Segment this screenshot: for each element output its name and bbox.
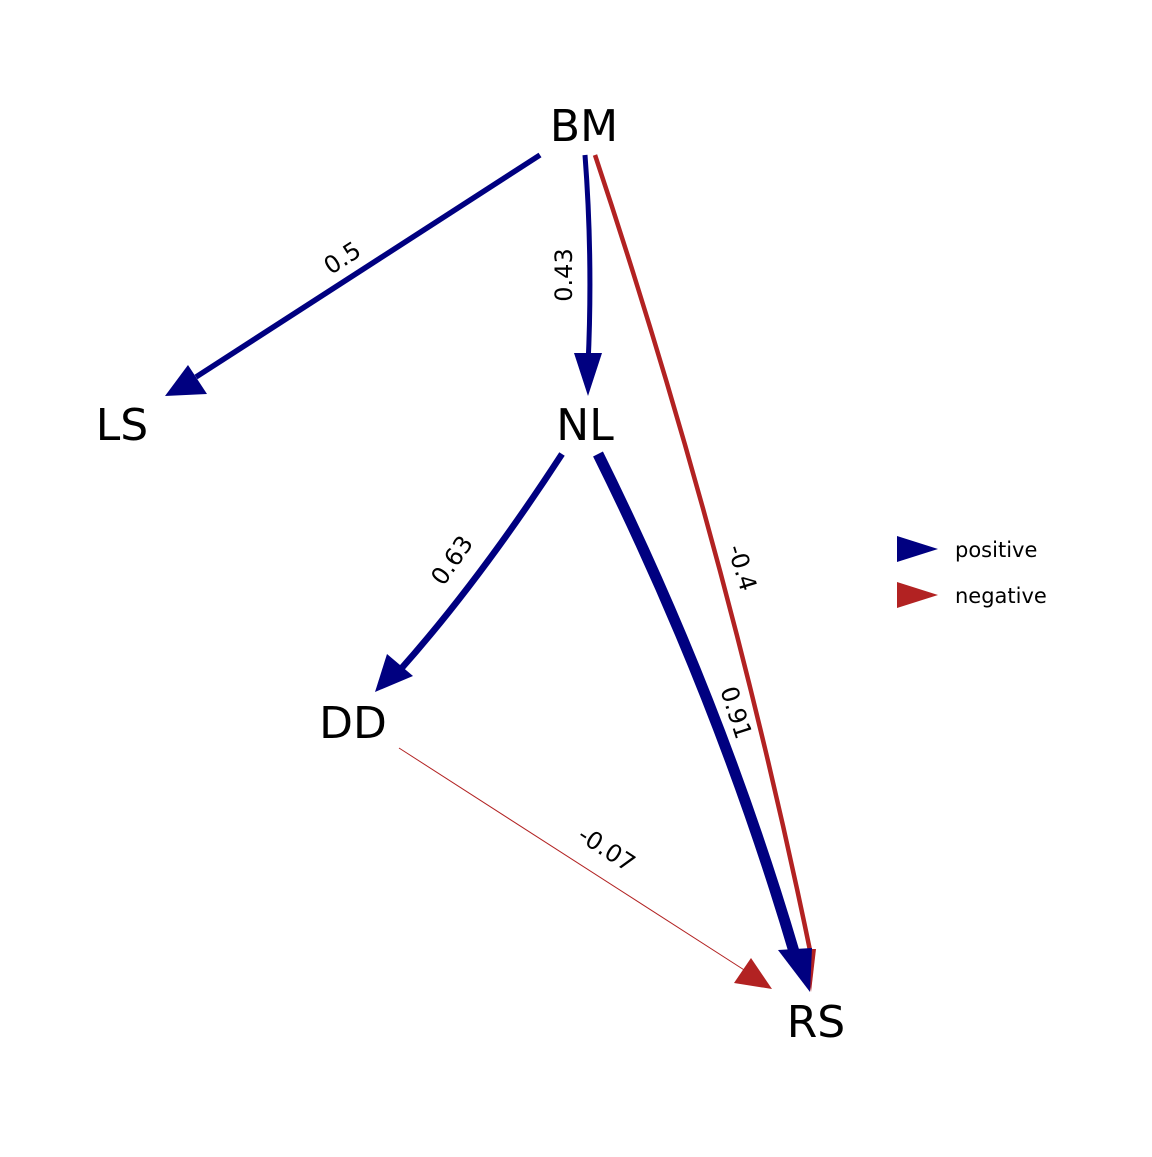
edges-group (165, 152, 816, 992)
legend-positive-label: positive (955, 538, 1037, 562)
legend-item-positive: positive (897, 536, 1037, 562)
edge-bm-ls (165, 152, 542, 396)
legend-negative-arrow-icon (897, 582, 938, 608)
edge-dd-rs-arrowhead (734, 958, 772, 989)
edge-bm-nl (574, 154, 602, 396)
nodes-group: BM LS NL DD RS (96, 101, 845, 1048)
legend-positive-arrow-icon (897, 536, 938, 562)
edge-nl-rs-line (593, 451, 801, 957)
node-bm: BM (550, 101, 618, 152)
edge-bm-nl-arrowhead (574, 353, 602, 396)
edge-bm-rs-line (592, 154, 815, 961)
legend-negative-label: negative (955, 584, 1047, 608)
edge-nl-dd-arrowhead (375, 654, 413, 692)
edge-bm-ls-line (194, 152, 542, 380)
edge-bm-ls-arrowhead (165, 365, 207, 396)
legend-item-negative: negative (897, 582, 1047, 608)
node-ls: LS (96, 400, 148, 451)
edge-nl-rs-arrowhead (778, 948, 812, 992)
edge-nl-rs (593, 451, 812, 992)
edge-dd-rs (398, 747, 772, 989)
edge-dd-rs-line (398, 747, 753, 976)
legend: positive negative (897, 536, 1047, 608)
edge-bm-nl-line (582, 154, 593, 366)
edge-nl-dd (375, 452, 565, 692)
edge-nl-dd-line (397, 452, 565, 673)
node-rs: RS (787, 997, 846, 1048)
edge-label-bm-nl: 0.43 (550, 248, 578, 301)
node-nl: NL (556, 400, 614, 451)
node-dd: DD (319, 698, 387, 749)
